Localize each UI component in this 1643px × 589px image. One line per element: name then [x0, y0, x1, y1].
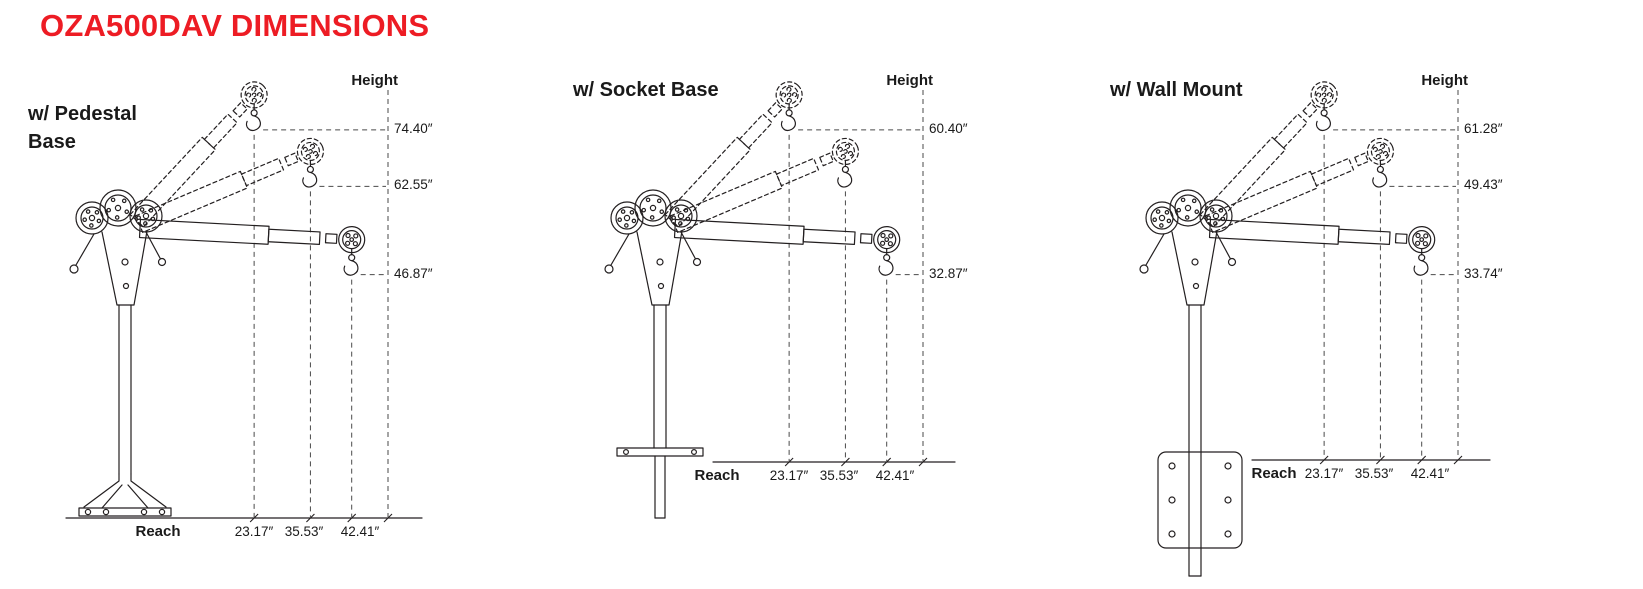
- reach-dimension-value: 35.53″: [1354, 466, 1394, 481]
- reach-dimension-value: 42.41″: [1410, 466, 1450, 481]
- height-dimension-value: 62.55″: [394, 177, 433, 192]
- reach-dimension-value: 23.17″: [234, 524, 274, 539]
- height-axis-label: Height: [1421, 72, 1468, 89]
- height-dimension-value: 33.74″: [1464, 266, 1503, 281]
- page-title: OZA500DAV DIMENSIONS: [40, 8, 430, 43]
- panel-title-socket: w/ Socket Base: [573, 79, 719, 101]
- panel-wall-mount: w/ Wall Mount Height 61.28″ 49.43″ 33.74…: [1090, 60, 1570, 585]
- reach-dimension-value: 35.53″: [284, 524, 324, 539]
- reach-dimension-value: 23.17″: [769, 468, 809, 483]
- height-axis-label: Height: [886, 72, 933, 89]
- height-dimension-value: 32.87″: [929, 266, 968, 281]
- height-dimension-value: 74.40″: [394, 121, 433, 136]
- reach-axis-label: Reach: [1251, 465, 1297, 482]
- panel-title-wall: w/ Wall Mount: [1110, 79, 1243, 101]
- height-dimension-value: 60.40″: [929, 121, 968, 136]
- reach-dimension-value: 42.41″: [340, 524, 380, 539]
- height-axis-label: Height: [351, 72, 398, 89]
- reach-dimension-value: 42.41″: [875, 468, 915, 483]
- panel-pedestal-base: w/ Pedestal Base Height 74.40″ 62.55″ 46…: [20, 60, 500, 585]
- panel-socket-base: w/ Socket Base Height 60.40″ 32.87″ Reac…: [555, 60, 1035, 585]
- height-dimension-value: 61.28″: [1464, 121, 1503, 136]
- height-dimension-value: 49.43″: [1464, 177, 1503, 192]
- crane-drawing-wall-mount: [1139, 81, 1491, 577]
- crane-drawing-pedestal-base: [65, 81, 423, 523]
- panel-title-pedestal: w/ Pedestal Base: [28, 103, 137, 153]
- reach-axis-label: Reach: [135, 523, 181, 540]
- crane-drawing-socket-base: [604, 81, 956, 519]
- reach-axis-label: Reach: [694, 467, 740, 484]
- height-dimension-value: 46.87″: [394, 266, 433, 281]
- reach-dimension-value: 23.17″: [1304, 466, 1344, 481]
- reach-dimension-value: 35.53″: [819, 468, 859, 483]
